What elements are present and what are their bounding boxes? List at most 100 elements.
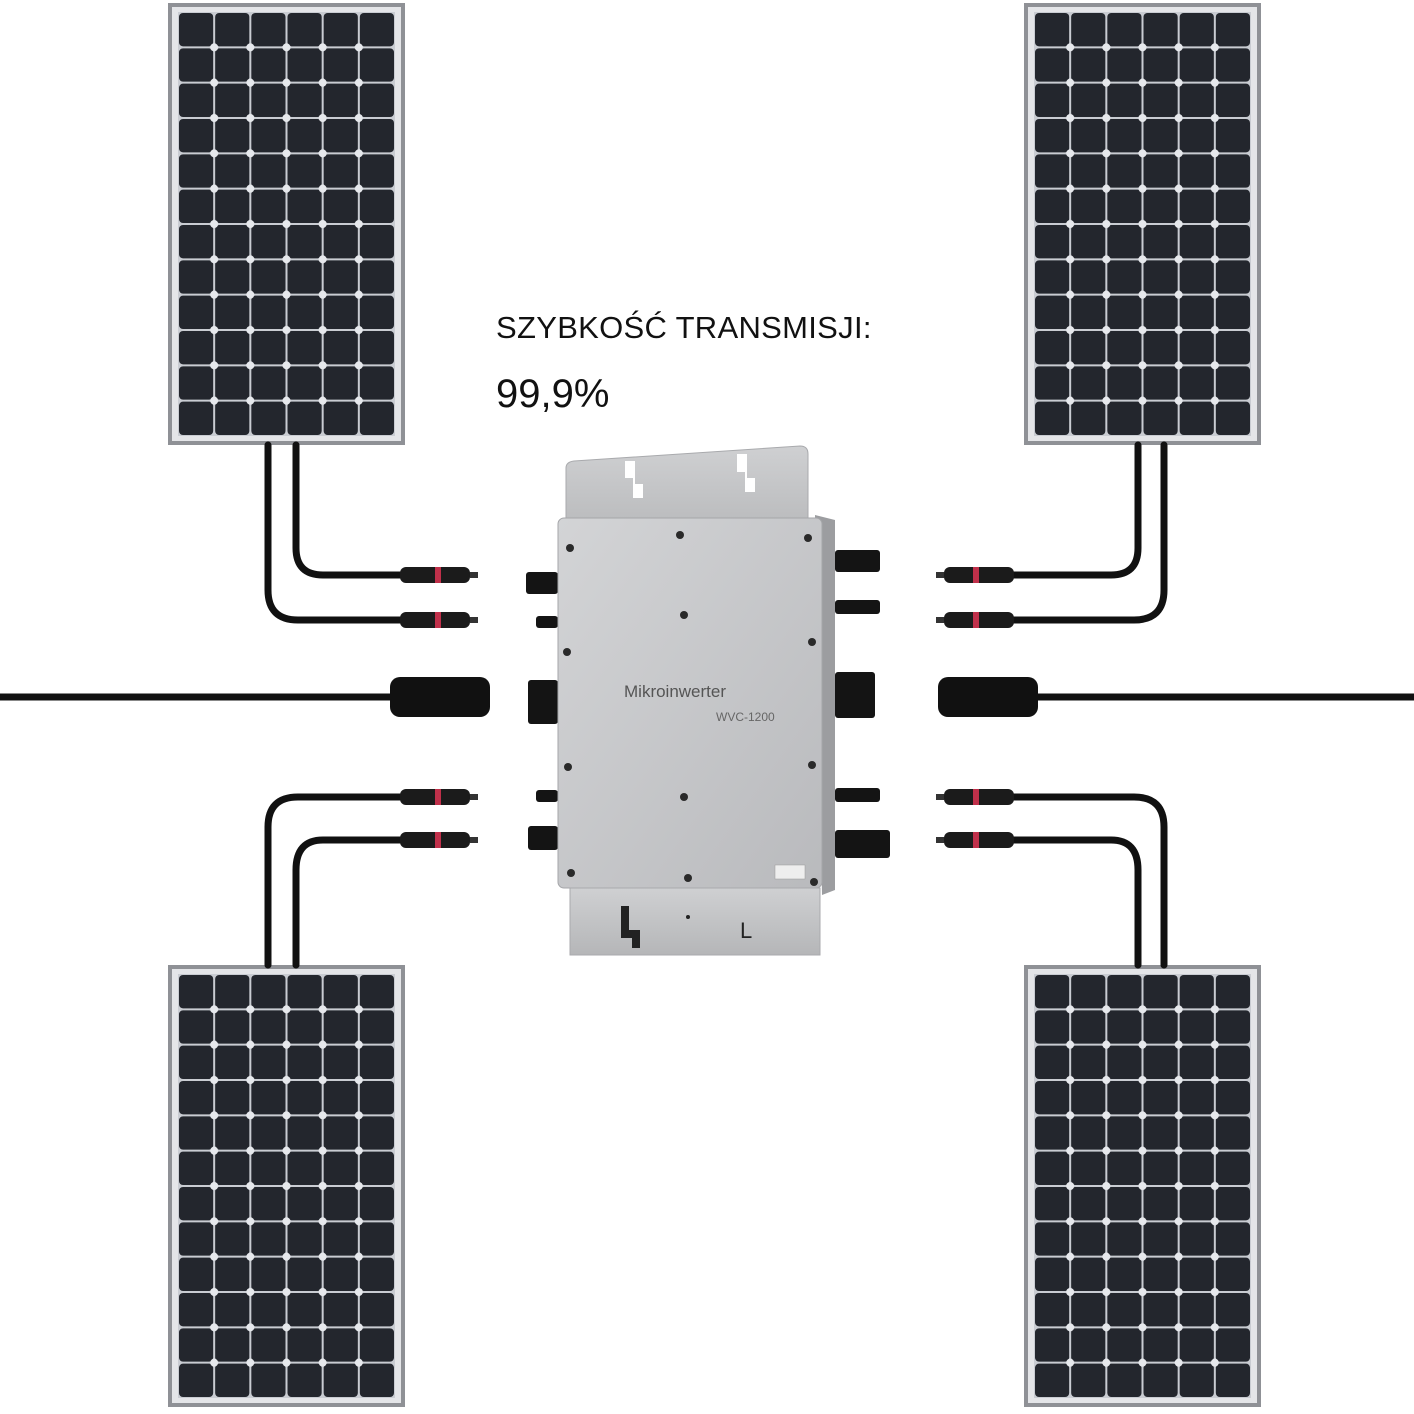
cell-junction <box>318 1111 327 1120</box>
cell-junction <box>318 1040 327 1049</box>
cell-junction <box>354 1146 363 1155</box>
solar-cell <box>1143 1151 1178 1185</box>
cell-junction <box>1174 1076 1183 1084</box>
inverter-port <box>528 826 558 850</box>
cable <box>264 441 414 624</box>
solar-cell <box>287 1187 322 1221</box>
solar-cell <box>251 1010 286 1044</box>
cell-junction <box>1210 1076 1219 1084</box>
cell-junction <box>1138 1005 1147 1014</box>
solar-cell <box>251 154 286 188</box>
cable <box>264 793 414 969</box>
connector-pin <box>936 837 944 843</box>
cell-junction <box>318 1288 327 1296</box>
solar-cell <box>251 48 286 82</box>
solar-cell <box>287 154 322 188</box>
barcode-label <box>774 864 806 880</box>
inverter-port <box>835 830 890 858</box>
cell-junction <box>282 255 291 264</box>
solar-cell <box>1215 48 1250 82</box>
cell-junction <box>1138 184 1147 193</box>
solar-cell <box>1071 1363 1106 1397</box>
solar-cell <box>287 1045 322 1079</box>
solar-cell <box>1107 401 1142 435</box>
solar-cell <box>359 154 394 188</box>
inverter-model: WVC-1200 <box>716 710 775 724</box>
cell-junction <box>1210 290 1219 299</box>
solar-cell <box>287 331 322 365</box>
cell-junction <box>1174 184 1183 193</box>
solar-cell <box>287 13 322 47</box>
solar-cell <box>1143 295 1178 329</box>
screw <box>676 531 684 539</box>
solar-cell <box>1035 1010 1070 1044</box>
solar-cell <box>1143 1187 1178 1221</box>
connector-pin <box>470 617 478 623</box>
cell-junction <box>1066 43 1075 52</box>
solar-cell <box>1071 366 1106 400</box>
cell-junction <box>246 184 255 193</box>
cell-junction <box>1138 149 1147 158</box>
cell-junction <box>282 184 291 193</box>
solar-cell <box>1071 331 1106 365</box>
cell-junction <box>1174 1217 1183 1226</box>
solar-cell <box>215 1363 250 1397</box>
cell-junction <box>1102 290 1111 299</box>
solar-cell <box>1215 189 1250 223</box>
solar-cell <box>179 225 214 259</box>
cell-junction <box>1066 1323 1075 1332</box>
solar-cell <box>323 48 358 82</box>
cell-junction <box>1210 43 1219 52</box>
solar-cell <box>1035 975 1070 1009</box>
cell-junction <box>1066 78 1075 87</box>
mc4-connector <box>936 832 1014 848</box>
cell-junction <box>1102 361 1111 370</box>
solar-cell <box>323 1116 358 1150</box>
cell-junction <box>1138 1217 1147 1226</box>
cell-junction <box>210 1323 219 1332</box>
cell-junction <box>282 149 291 158</box>
solar-cell <box>1035 1293 1070 1327</box>
solar-cell <box>179 1257 214 1291</box>
solar-cell <box>359 1010 394 1044</box>
solar-cell <box>287 1081 322 1115</box>
solar-cell <box>1035 1328 1070 1362</box>
inverter-port <box>835 672 875 718</box>
solar-cell <box>1071 1293 1106 1327</box>
solar-cell <box>1107 1116 1142 1150</box>
solar-cell <box>287 1363 322 1397</box>
cell-junction <box>210 1288 219 1296</box>
solar-cell <box>1215 1293 1250 1327</box>
cell-junction <box>318 255 327 264</box>
cell-junction <box>1174 1358 1183 1367</box>
solar-cell <box>179 1010 214 1044</box>
solar-cell <box>287 1151 322 1185</box>
solar-cell <box>1107 366 1142 400</box>
solar-cell <box>251 1045 286 1079</box>
solar-cell <box>323 1257 358 1291</box>
solar-cell <box>1071 225 1106 259</box>
solar-cell <box>1215 331 1250 365</box>
cell-junction <box>1138 1358 1147 1367</box>
solar-cell <box>215 260 250 294</box>
cell-junction <box>1066 255 1075 264</box>
mounting-slot <box>737 454 755 492</box>
cell-junction <box>1174 255 1183 264</box>
cell-junction <box>282 1323 291 1332</box>
solar-cell <box>215 1010 250 1044</box>
cell-junction <box>210 1076 219 1084</box>
cell-junction <box>1138 326 1147 334</box>
cell-junction <box>354 114 363 122</box>
solar-cell <box>215 1116 250 1150</box>
solar-cell <box>359 260 394 294</box>
solar-cell <box>1071 189 1106 223</box>
solar-cell <box>1071 1045 1106 1079</box>
cell-junction <box>1102 149 1111 158</box>
solar-cell <box>1179 1187 1214 1221</box>
solar-cell <box>215 189 250 223</box>
cell-junction <box>318 1252 327 1261</box>
solar-cell <box>1107 1222 1142 1256</box>
solar-cell <box>1143 13 1178 47</box>
solar-cell <box>1071 1081 1106 1115</box>
solar-cell <box>179 13 214 47</box>
